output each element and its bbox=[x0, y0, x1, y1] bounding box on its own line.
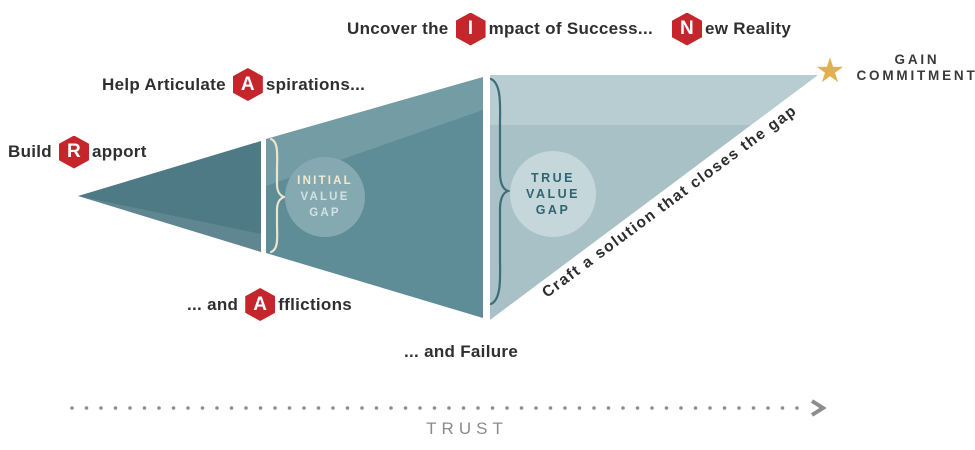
impact-label-pre: Uncover the bbox=[347, 19, 449, 38]
wedge-rapport-highlight bbox=[78, 196, 261, 252]
rapport-label-pre: Build bbox=[8, 142, 52, 161]
trust-arrowhead-icon bbox=[810, 399, 827, 417]
true-gap-brace bbox=[489, 77, 512, 306]
aspirations-hexagon-badge: A bbox=[232, 68, 263, 101]
afflictions-label-pre: ... and bbox=[187, 294, 239, 314]
rapport-hexagon-badge: R bbox=[59, 135, 89, 169]
star-icon: ★ bbox=[814, 52, 846, 90]
wedge-new-reality-highlight bbox=[490, 75, 818, 125]
wedge-new-reality bbox=[490, 75, 818, 320]
impact-label-post: mpact of Success... bbox=[488, 19, 653, 38]
aspirations-badge-letter: A bbox=[240, 73, 255, 95]
aspirations-label-post: spirations... bbox=[265, 74, 366, 94]
aspirations-label-pre: Help Articulate bbox=[102, 74, 226, 94]
rapport-badge-letter: R bbox=[66, 141, 82, 162]
afflictions-label-post: fflictions bbox=[278, 294, 353, 314]
gain-commitment-label: GAIN COMMITMENT bbox=[857, 52, 975, 84]
afflictions-hexagon-badge: A bbox=[245, 288, 276, 321]
true-gap-line2: VALUE bbox=[526, 187, 580, 201]
gain-commitment-line2: COMMITMENT bbox=[856, 68, 975, 83]
impact-badge-letter: I bbox=[467, 18, 474, 39]
impact-new-reality-row: Uncover the I mpact of Success... N ew R… bbox=[347, 12, 791, 46]
initial-gap-line2: VALUE bbox=[300, 191, 350, 203]
new-reality-badge-letter: N bbox=[679, 18, 695, 39]
trust-label: TRUST bbox=[426, 419, 508, 438]
true-gap-line1: TRUE bbox=[530, 171, 576, 185]
afflictions-badge-letter: A bbox=[253, 293, 268, 315]
initial-gap-line1: INITIAL bbox=[297, 175, 353, 187]
gain-commitment-line1: GAIN bbox=[894, 52, 940, 67]
true-value-gap-circle: TRUE VALUE GAP bbox=[510, 151, 596, 237]
initial-gap-line3: GAP bbox=[309, 207, 341, 219]
wedge-aspirations bbox=[266, 77, 483, 318]
new-reality-label-post: ew Reality bbox=[705, 19, 792, 38]
initial-gap-brace bbox=[269, 137, 287, 254]
wedge-rapport bbox=[78, 141, 261, 252]
failure-label: ... and Failure bbox=[404, 342, 519, 361]
new-reality-hexagon-badge: N bbox=[672, 12, 702, 46]
true-gap-line3: GAP bbox=[535, 203, 571, 217]
rapport-label-post: apport bbox=[92, 142, 147, 161]
impact-hexagon-badge: I bbox=[455, 12, 486, 46]
initial-value-gap-circle: INITIAL VALUE GAP bbox=[285, 157, 365, 237]
rapport-row: Build R apport bbox=[8, 135, 147, 169]
aspirations-row: Help Articulate A spirations... bbox=[102, 68, 365, 101]
afflictions-row: ... and A fflictions bbox=[187, 288, 352, 321]
